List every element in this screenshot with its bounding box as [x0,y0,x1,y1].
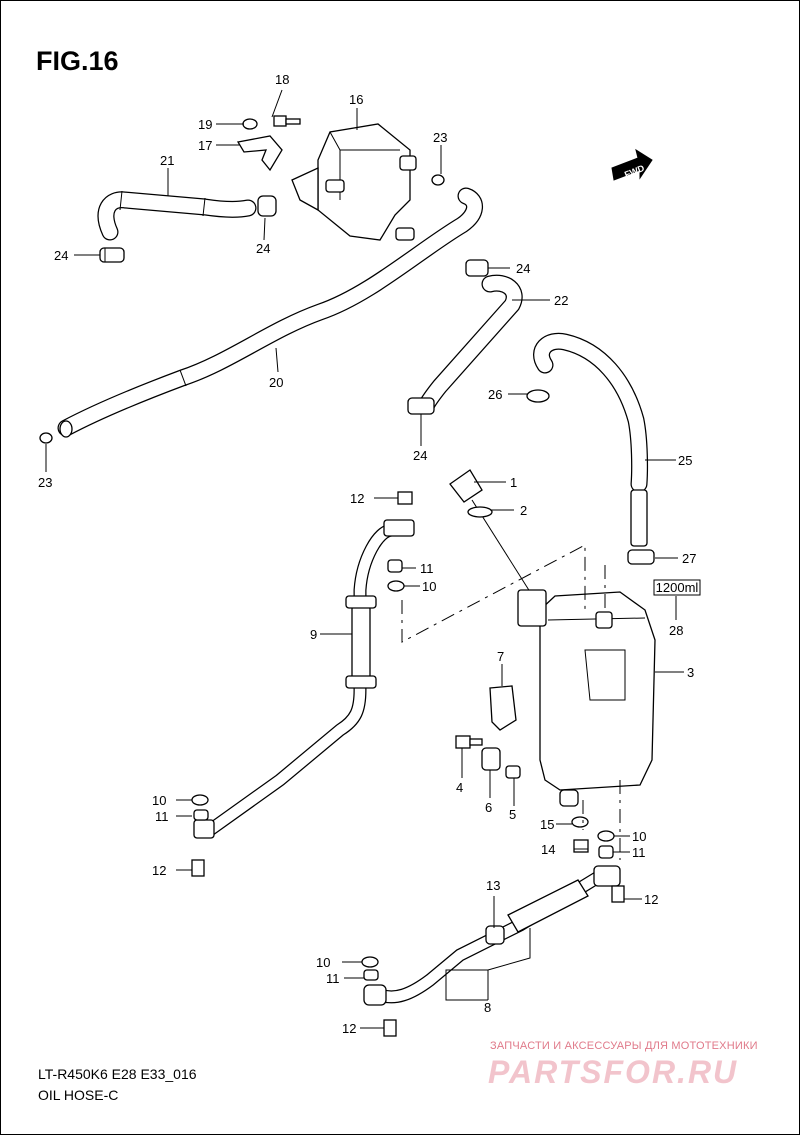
callout-5: 5 [509,807,516,822]
callout-23a: 23 [433,130,447,145]
callout-28: 28 [669,623,683,638]
callout-12b: 12 [152,863,166,878]
bolt-12a [397,491,413,505]
callout-23b: 23 [38,475,52,490]
callout-24c: 24 [516,261,530,276]
o-ring-10b [191,794,209,806]
fwd-arrow [611,148,653,181]
clip-23a [431,174,445,186]
callout-11a: 11 [420,561,434,576]
callout-12c: 12 [644,892,658,907]
o-ring-2 [467,506,493,518]
washer-19 [242,118,258,130]
callout-6: 6 [485,800,492,815]
collar-11b [193,809,209,821]
callout-10b: 10 [152,793,166,808]
clamp-24a [99,247,125,263]
callout-14: 14 [541,842,555,857]
hose-25 [533,332,649,547]
collar-11c [598,845,614,859]
clamp-24c [465,259,489,277]
callout-2: 2 [520,503,527,518]
callout-11c: 11 [632,845,646,860]
breather-tank [291,123,417,241]
watermark-caption: ЗАПЧАСТИ И АКСЕССУАРЫ ДЛЯ МОТОТЕХНИКИ [490,1040,758,1052]
bracket-17 [236,135,283,172]
bolt-18 [273,115,301,127]
bolt-12b [191,859,205,877]
callout-24b: 24 [256,241,270,256]
callout-10d: 10 [316,955,330,970]
section-name: OIL HOSE-C [38,1087,119,1103]
callout-24d: 24 [413,448,427,463]
bolt-12c [611,885,625,903]
o-ring-10c [597,830,615,842]
bolt-4 [455,735,483,749]
clip-26 [526,389,550,403]
figure-title: FIG.16 [36,46,119,76]
callout-17: 17 [198,138,212,153]
collar-11d [363,969,379,981]
leader-lines [45,89,684,1029]
callout-12d: 12 [342,1021,356,1036]
callout-21: 21 [160,153,174,168]
grommet-6 [481,747,501,771]
o-ring-10a [387,580,405,592]
watermark-logo: PARTSFOR.RU [488,1054,739,1090]
clamp-27 [627,549,655,565]
bolt-14 [573,839,589,853]
model-code: LT-R450K6 E28 E33_016 [38,1066,197,1082]
hose-20 [57,187,483,438]
clamp-24b [257,195,277,217]
clip-23b [39,432,53,444]
oil-tank [539,591,656,807]
callout-7: 7 [497,649,504,664]
hose-9 [193,519,415,839]
collar-5 [505,765,521,779]
assembly-lines [401,544,621,860]
dipstick-cap [449,469,483,503]
callout-11d: 11 [326,971,340,986]
callout-8: 8 [484,1000,491,1015]
callout-15: 15 [540,817,554,832]
callout-24a: 24 [54,248,68,263]
clamp-13 [485,925,505,945]
callout-20: 20 [269,375,283,390]
bracket-7 [489,685,517,731]
callout-3: 3 [687,665,694,680]
callout-12a: 12 [350,491,364,506]
callout-4: 4 [456,780,463,795]
washer-15 [571,816,589,828]
volume-label: 1200ml [656,580,699,595]
callout-13: 13 [486,878,500,893]
callout-18: 18 [275,72,289,87]
volume-label-box: 1200ml [653,579,701,596]
callout-27: 27 [682,551,696,566]
o-ring-10d [361,956,379,968]
callout-19: 19 [198,117,212,132]
callout-11b: 11 [155,809,169,824]
hose-21 [97,190,257,241]
callout-10a: 10 [422,579,436,594]
callout-10c: 10 [632,829,646,844]
callout-22: 22 [554,293,568,308]
callout-16: 16 [349,92,363,107]
callout-25: 25 [678,453,692,468]
callouts: 18 19 17 16 23 21 24 24 24 22 20 26 24 2… [38,72,696,1036]
bolt-12d [383,1019,397,1037]
callout-1: 1 [510,475,517,490]
clamp-24d [407,397,435,415]
callout-26: 26 [488,387,502,402]
collar-11a [387,559,403,573]
dipstick-rod [471,499,547,627]
callout-9: 9 [310,627,317,642]
hose-8 [363,865,621,1006]
